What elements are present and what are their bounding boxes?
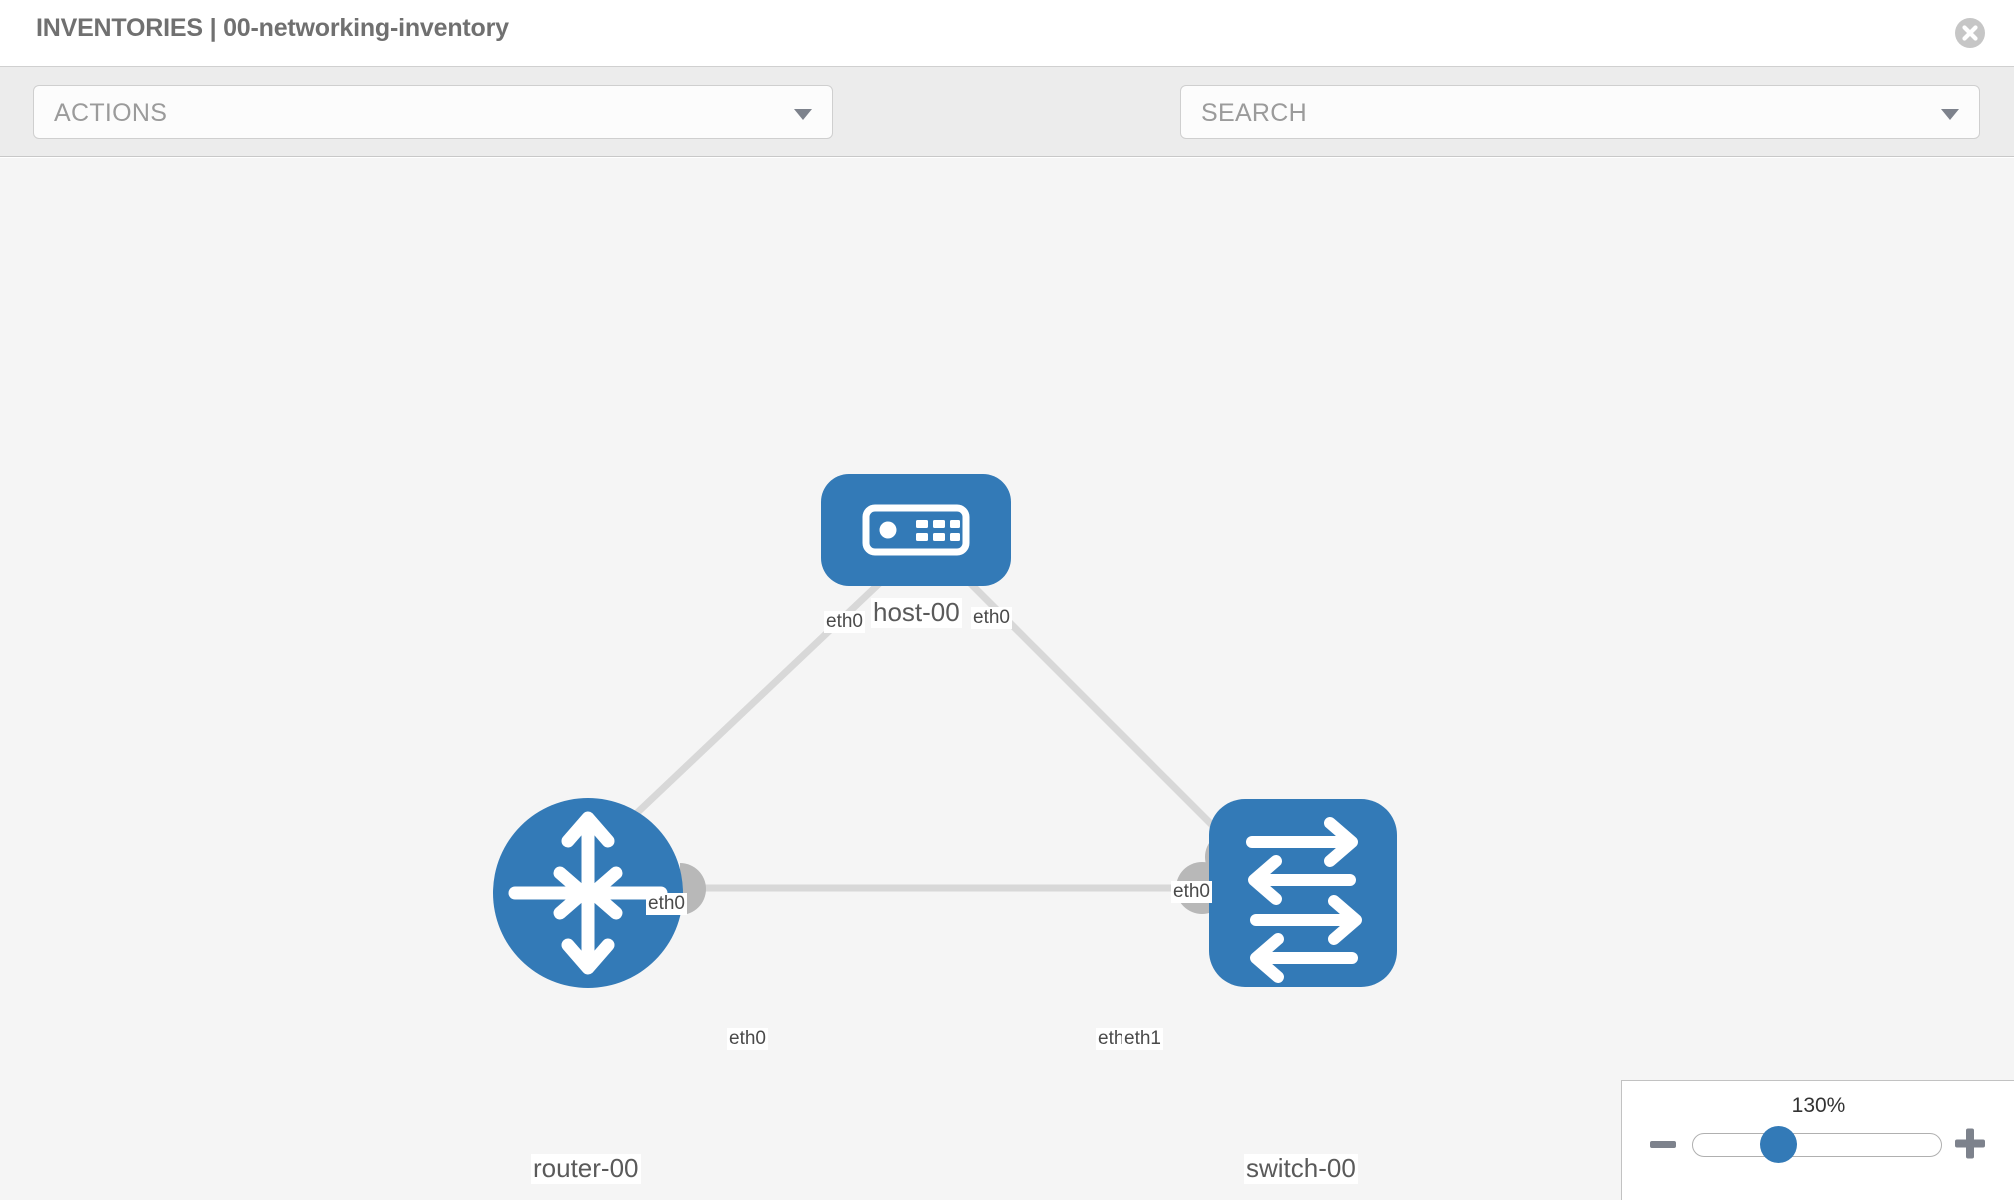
topology-graph: [493, 474, 1397, 988]
search-placeholder: SEARCH: [1201, 99, 1307, 127]
close-icon[interactable]: [1954, 17, 1986, 49]
server-icon: [862, 504, 970, 556]
iface-label: eth0: [646, 893, 687, 915]
node-switch-00[interactable]: [1209, 799, 1397, 987]
node-label-host-00: host-00: [871, 597, 962, 628]
topology-connectors: [680, 552, 1257, 915]
minus-icon[interactable]: [1648, 1129, 1678, 1159]
plus-icon[interactable]: [1952, 1125, 1988, 1161]
node-host-00[interactable]: [821, 474, 1011, 586]
chevron-down-icon[interactable]: [1941, 109, 1959, 120]
iface-label: eth0: [1171, 881, 1212, 903]
search-input[interactable]: SEARCH: [1180, 85, 1980, 139]
page-title: INVENTORIES | 00-networking-inventory: [36, 14, 509, 42]
topology-canvas[interactable]: eth0 host-00 eth0 eth0 eth0 eth0 eth0 et…: [0, 158, 2014, 1200]
zoom-control-panel: 130%: [1621, 1080, 2014, 1200]
iface-label: eth0: [727, 1028, 768, 1050]
zoom-slider-track[interactable]: [1692, 1133, 1942, 1157]
node-label-router-00: router-00: [531, 1153, 641, 1184]
page-header: INVENTORIES | 00-networking-inventory: [0, 0, 2014, 67]
topology-toolbar: ACTIONS SEARCH: [0, 67, 2014, 201]
actions-dropdown[interactable]: ACTIONS: [33, 85, 833, 139]
node-label-switch-00: switch-00: [1244, 1153, 1358, 1184]
zoom-level-value: 130%: [1791, 1094, 1846, 1117]
switch-arrows-icon: [1246, 817, 1362, 983]
actions-dropdown-label: ACTIONS: [54, 99, 168, 127]
zoom-slider-thumb[interactable]: [1760, 1126, 1797, 1163]
iface-label: eth0: [971, 607, 1012, 629]
chevron-down-icon: [794, 109, 812, 120]
iface-label: eth1: [1122, 1028, 1163, 1050]
iface-label: eth0: [824, 611, 865, 633]
